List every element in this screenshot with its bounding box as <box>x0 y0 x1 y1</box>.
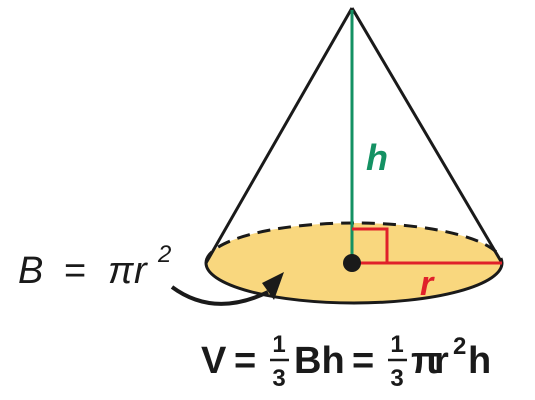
fraction1-numerator: 1 <box>272 331 285 358</box>
formula-v: V <box>201 340 227 382</box>
base-area-exponent: 2 <box>157 241 171 268</box>
formula-pi: π <box>411 340 440 382</box>
formula-r: r <box>434 340 449 382</box>
base-back-rim-dashed <box>204 221 504 264</box>
height-label: h <box>366 137 388 178</box>
base-area-lhs: B <box>18 250 43 292</box>
fraction2-numerator: 1 <box>390 331 403 358</box>
base-area-pi: π <box>108 250 135 292</box>
arrow-head <box>262 272 284 300</box>
volume-formula: V = 1 3 Bh = 1 3 π r 2 h <box>201 331 491 392</box>
formula-eq1: = <box>234 340 256 382</box>
right-angle-marker <box>352 227 389 263</box>
base-area-equals: = <box>64 250 86 292</box>
base-center-point <box>343 254 361 272</box>
radius-label: r <box>420 265 435 303</box>
cone-left-side <box>204 7 354 264</box>
formula-h: h <box>468 340 491 382</box>
fraction1-denominator: 3 <box>272 365 285 392</box>
formula-exponent: 2 <box>453 333 466 360</box>
formula-bh: Bh <box>294 340 345 382</box>
base-area-r: r <box>134 250 148 292</box>
formula-eq2: = <box>352 340 374 382</box>
cone-right-side <box>350 7 504 264</box>
base-front-rim <box>204 262 504 305</box>
base-area-label: B = π r 2 <box>18 241 171 292</box>
base-area-pointer-arrow <box>170 285 269 306</box>
fraction2-denominator: 3 <box>390 365 403 392</box>
